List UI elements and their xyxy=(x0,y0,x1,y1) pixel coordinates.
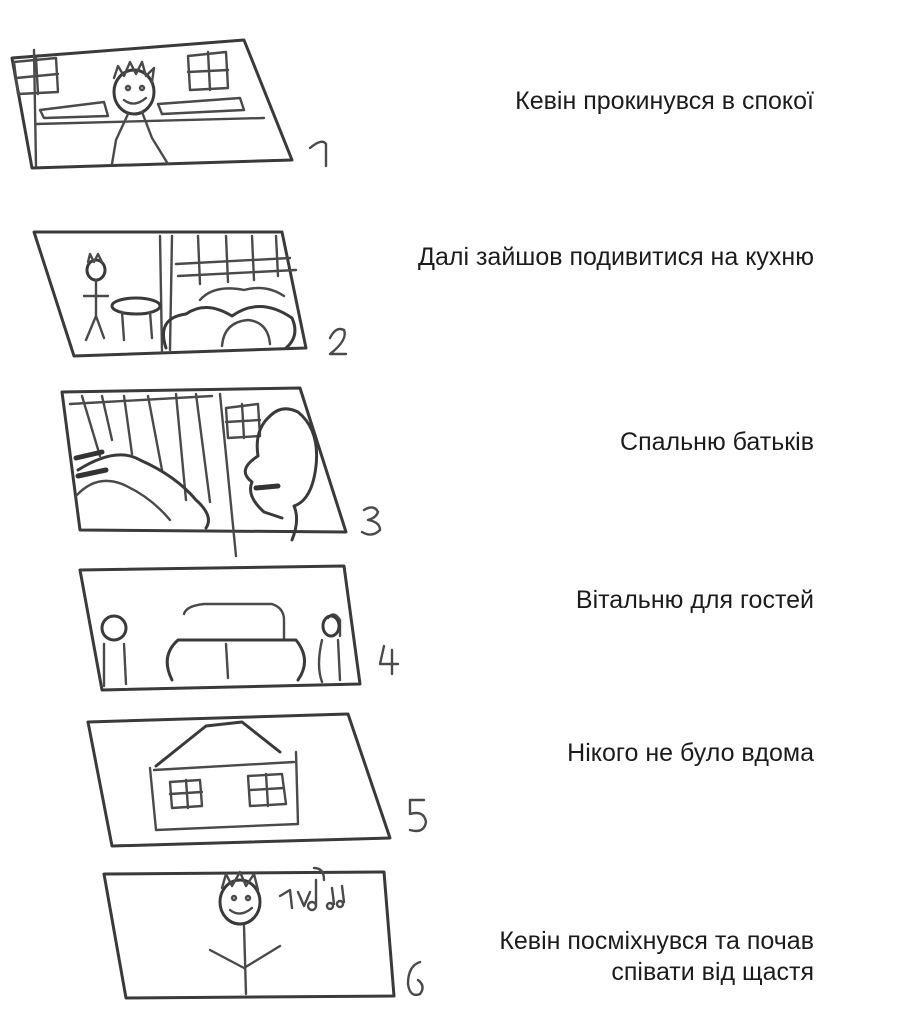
panel-4-caption-line: Вітальню для гостей xyxy=(575,586,814,614)
panel-2-sketch xyxy=(32,230,308,358)
panel-number-5 xyxy=(408,798,428,833)
panel-6-caption-line-2: співати від щастя xyxy=(611,958,814,986)
panel-6-sketch xyxy=(102,866,396,1000)
panel-4-sketch xyxy=(78,564,362,692)
panel-1-sketch xyxy=(10,38,294,170)
panel-number-2 xyxy=(328,327,348,356)
panel-1-caption: Кевін прокинувся в спокої xyxy=(515,86,814,117)
panel-3-caption-line: Спальню батьків xyxy=(620,428,814,456)
panel-2-caption-line: Далі зайшов подивитися на кухню xyxy=(418,243,814,271)
panel-5-sketch xyxy=(86,712,392,848)
panel-number-6 xyxy=(406,960,424,997)
panel-1-caption-line: Кевін прокинувся в спокої xyxy=(515,87,814,115)
panel-number-3 xyxy=(360,506,382,536)
panel-6-caption-line-1: Кевін посміхнувся та почав xyxy=(499,927,814,955)
panel-3-caption: Спальню батьків xyxy=(620,427,814,458)
panel-3-sketch xyxy=(60,386,348,558)
panel-5-caption-line: Нікого не було вдома xyxy=(567,739,814,767)
panel-number-4 xyxy=(378,644,400,676)
panel-number-1 xyxy=(308,140,328,168)
panel-6-caption: Кевін посміхнувся та почав співати від щ… xyxy=(499,926,814,988)
panel-4-caption: Вітальню для гостей xyxy=(576,585,814,616)
panel-5-caption: Нікого не було вдома xyxy=(567,738,814,769)
panel-2-caption: Далі зайшов подивитися на кухню xyxy=(418,242,814,273)
panel-numbers xyxy=(308,140,428,997)
